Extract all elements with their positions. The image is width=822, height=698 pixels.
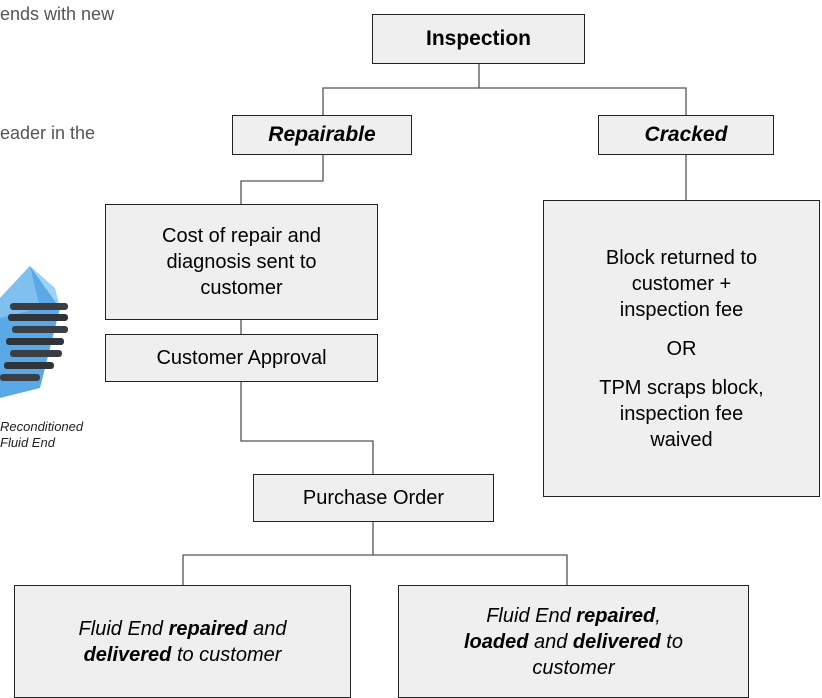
purchase-order-box: Purchase Order [253, 474, 494, 522]
repairable-label: Repairable [268, 123, 376, 146]
connector-approval-po [240, 382, 374, 474]
image-caption-line: Reconditioned [0, 419, 84, 434]
cost-of-repair-box: Cost of repair and diagnosis sent to cus… [105, 204, 378, 320]
connector-repairable-cost [240, 155, 324, 204]
block-line-6: waived [650, 428, 713, 451]
purchase-order-label: Purchase Order [302, 487, 445, 509]
connector-inspection-cracked [479, 87, 687, 115]
block-line-1: Block returned to [605, 246, 758, 269]
block-line-2: customer + [631, 272, 732, 295]
block-returned-box: Block returned to customer + inspection … [543, 200, 820, 497]
block-or: OR [666, 337, 697, 360]
body-text-line: eader in the [0, 123, 96, 143]
cracked-box: Cracked [598, 115, 774, 155]
customer-approval-label: Customer Approval [156, 347, 327, 369]
block-line-4: TPM scraps block, [599, 376, 764, 399]
outcome-left-line-1: Fluid End repaired and [78, 617, 287, 640]
outcome-repaired-loaded-box: Fluid End repaired, loaded and delivered… [398, 585, 749, 698]
connector-po-split [182, 522, 374, 585]
outcome-right-line-3: customer [532, 656, 615, 679]
connector-po-right [373, 554, 568, 585]
repairable-box: Repairable [232, 115, 412, 155]
inspection-label: Inspection [425, 27, 531, 50]
block-line-5: inspection fee [619, 402, 744, 425]
cost-line-1: Cost of repair and [162, 225, 321, 247]
outcome-right-line-1: Fluid End repaired, [486, 604, 661, 627]
cost-line-2: diagnosis sent to [166, 251, 317, 273]
outcome-left-line-2: delivered to customer [83, 643, 282, 666]
cost-line-3: customer [200, 277, 283, 299]
fluid-end-illustration-icon [0, 266, 68, 398]
image-caption-line: Fluid End [0, 435, 55, 450]
block-line-3: inspection fee [619, 298, 744, 321]
body-text-line: ends with new [0, 4, 115, 24]
outcome-right-line-2: loaded and delivered to [463, 630, 683, 653]
customer-approval-box: Customer Approval [105, 334, 378, 382]
connector-inspection-split [322, 64, 480, 115]
inspection-box: Inspection [372, 14, 585, 64]
outcome-repaired-delivered-box: Fluid End repaired and delivered to cust… [14, 585, 351, 698]
cracked-label: Cracked [644, 123, 728, 146]
